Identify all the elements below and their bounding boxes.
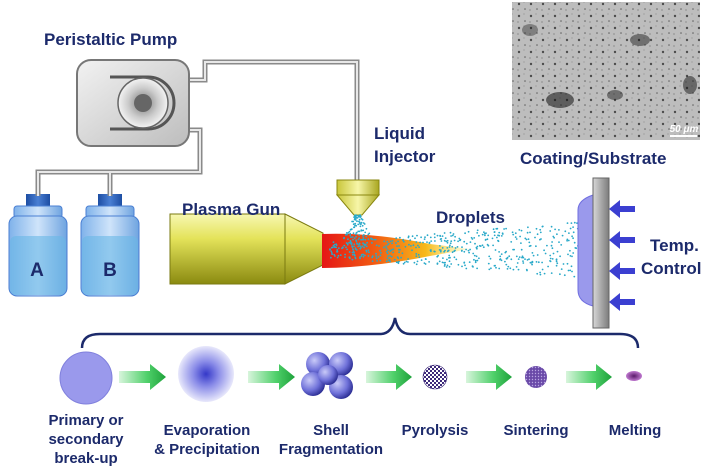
- green-arrow-5: [566, 364, 612, 390]
- droplets-label: Droplets: [436, 208, 505, 227]
- bottle-a: [8, 194, 68, 297]
- stage-label-breakup: Primary or secondary break-up: [30, 411, 142, 468]
- stage-label-evaporation-line1: Evaporation: [163, 422, 251, 439]
- process-brace: [80, 317, 640, 349]
- stage-label-breakup-line2: secondary: [48, 431, 124, 448]
- coating-substrate: [577, 177, 610, 329]
- temp-control-arrows: [609, 200, 635, 311]
- green-arrow-1: [119, 364, 166, 390]
- stage-label-breakup-line3: break-up: [54, 450, 118, 467]
- injector-label-line1: Liquid: [374, 124, 425, 143]
- green-arrow-2: [248, 364, 295, 390]
- injector-label-line2: Injector: [374, 147, 436, 166]
- scale-bar-label: 50 μm: [670, 124, 699, 135]
- temp-control-label-line1: Temp.: [650, 236, 699, 255]
- bottle-a-label: A: [30, 260, 44, 281]
- green-arrow-4: [466, 364, 512, 390]
- stage-label-pyrolysis: Pyrolysis: [385, 421, 485, 440]
- stage-label-breakup-line1: Primary or: [48, 412, 124, 429]
- plasma-gun-label: Plasma Gun: [182, 200, 281, 219]
- droplet-spray: [329, 214, 579, 278]
- temp-control-label-line2: Control: [641, 259, 702, 278]
- stage-label-evaporation-line2: & Precipitation: [154, 441, 260, 458]
- bottle-b: [80, 194, 140, 297]
- sintering-particle: [525, 366, 547, 388]
- primary-breakup-droplet: [59, 351, 113, 405]
- pyrolysis-particle: [422, 364, 448, 390]
- stage-label-shell: Shell Fragmentation: [270, 421, 392, 459]
- stage-label-melting: Melting: [592, 421, 678, 440]
- stage-label-evaporation: Evaporation & Precipitation: [140, 421, 274, 459]
- melting-particle: [626, 371, 642, 381]
- peristaltic-pump: [76, 59, 190, 147]
- stage-label-sintering-line1: Sintering: [503, 422, 569, 439]
- stage-label-shell-line1: Shell: [313, 422, 349, 439]
- green-arrow-3: [366, 364, 412, 390]
- stage-label-melting-line1: Melting: [608, 422, 662, 439]
- stage-label-sintering: Sintering: [490, 421, 582, 440]
- liquid-injector: [335, 179, 381, 216]
- pump-label: Peristaltic Pump: [44, 30, 178, 49]
- plasma-gun: [169, 213, 324, 285]
- feed-tubes-inner: [37, 61, 358, 196]
- coating-substrate-label: Coating/Substrate: [520, 149, 667, 168]
- bottle-b-label: B: [103, 260, 117, 281]
- plasma-flame: [322, 233, 470, 268]
- stage-label-shell-line2: Fragmentation: [278, 441, 384, 458]
- sem-micrograph: [512, 2, 700, 140]
- evaporation-droplet: [178, 346, 234, 402]
- stage-label-pyrolysis-line1: Pyrolysis: [401, 422, 469, 439]
- shell-fragments: [301, 352, 353, 399]
